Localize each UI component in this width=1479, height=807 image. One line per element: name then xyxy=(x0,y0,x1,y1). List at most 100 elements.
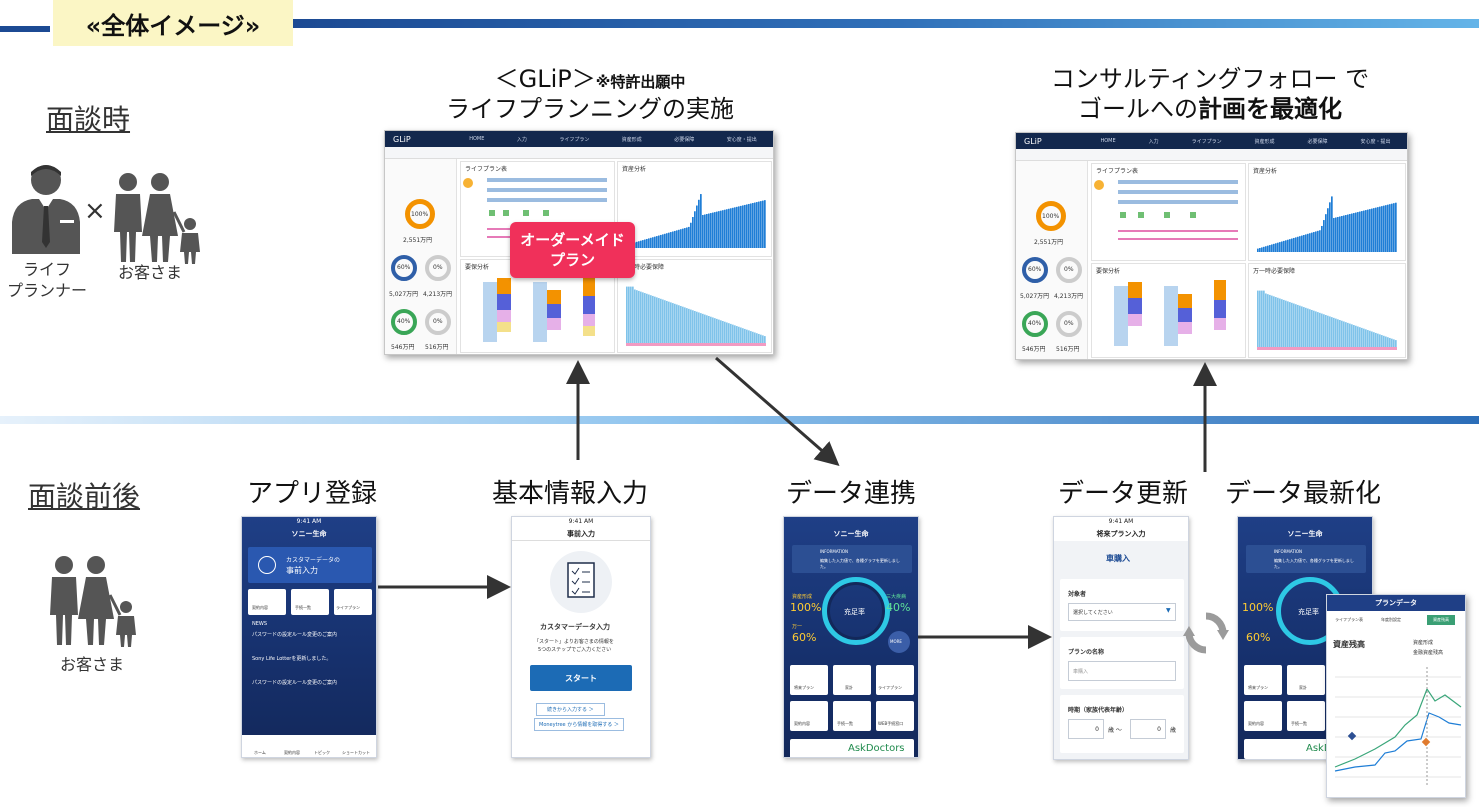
thumb-bar xyxy=(688,226,690,248)
thumb-bar xyxy=(1345,322,1347,350)
nav-lifeplan[interactable]: ライフプラン xyxy=(559,136,590,143)
p3-menu-5[interactable]: WEB手続窓口 xyxy=(876,701,914,731)
thumb-bar xyxy=(746,329,748,346)
thumb-bar xyxy=(1385,205,1387,252)
p6-tab-2[interactable]: 資産残高 xyxy=(1427,615,1455,625)
p6-tab-1[interactable]: 年度別設定 xyxy=(1381,617,1401,622)
p3-menu-1[interactable]: 家計 xyxy=(833,665,871,695)
p4-plan-input[interactable]: 車購入 xyxy=(1068,661,1176,681)
p3-menu-3[interactable]: 契約内容 xyxy=(790,701,828,731)
nav-input[interactable]: 入力 xyxy=(516,136,527,143)
thumb-bar xyxy=(1347,214,1349,252)
thumb-bar xyxy=(698,199,700,248)
thumb-bar xyxy=(684,228,686,248)
thumb-bar xyxy=(1281,299,1283,350)
p4-period-from[interactable]: 0 xyxy=(1068,719,1104,739)
fig2-2551: 2,551万円 xyxy=(1034,239,1064,246)
p1-tab-home[interactable]: ホーム xyxy=(254,750,266,755)
fig-40: 40% xyxy=(397,318,411,325)
nav2-submit[interactable]: 安心度・提出 xyxy=(1360,138,1391,145)
thumb-bar xyxy=(1325,214,1327,252)
thumb-bar xyxy=(628,286,630,346)
thumb-bar xyxy=(1261,247,1263,252)
thumb-bar xyxy=(1319,230,1321,252)
thumb-bar xyxy=(1311,309,1313,350)
fig2-546: 546万円 xyxy=(1022,346,1046,353)
thumb-bar xyxy=(1279,298,1281,350)
p3-more-button[interactable]: MORE xyxy=(888,631,910,653)
nav-submit[interactable]: 安心度・提出 xyxy=(726,136,757,143)
nav-coverage[interactable]: 必要保障 xyxy=(674,136,695,143)
thumb-bar xyxy=(644,239,646,248)
glip-title: ＜GLiP＞※特許出願中 ライフプランニングの実施 xyxy=(400,64,780,124)
p6-select-2[interactable]: 金融資産残高 xyxy=(1413,650,1444,656)
nav2-coverage[interactable]: 必要保障 xyxy=(1307,138,1328,145)
thumb-baseline xyxy=(626,343,766,346)
nav2-input[interactable]: 入力 xyxy=(1148,138,1159,145)
thumb-bar xyxy=(1311,232,1313,252)
thumb-bar xyxy=(690,309,692,346)
thumb-bar xyxy=(1361,327,1363,350)
p2-continue-button[interactable]: 続きから入力する ＞ xyxy=(536,703,605,716)
p1-news-1[interactable]: Sony Life Lotterを更新しました。 xyxy=(252,656,332,662)
header-line-right xyxy=(293,19,1479,28)
p1-tab-shortcut[interactable]: ショートカット xyxy=(342,750,370,755)
p1-menu-lifeplan[interactable]: ライフプラン xyxy=(334,589,372,615)
p1-menu-procedures[interactable]: 手続一覧 xyxy=(291,589,329,615)
p4-target-select[interactable]: 選択してください xyxy=(1068,603,1176,621)
thumb-bar xyxy=(722,321,724,346)
thumb-bar xyxy=(682,306,684,346)
p1-tab-topic[interactable]: トピック xyxy=(314,750,330,755)
panel2-risk: 万一時必要保障 xyxy=(1248,263,1406,358)
nav2-asset[interactable]: 資産形成 xyxy=(1254,138,1275,145)
risk-bar-chart xyxy=(626,286,766,346)
p1-menu-contract[interactable]: 契約内容 xyxy=(248,589,286,615)
p3-askdoctors-banner[interactable]: AskDoctors xyxy=(790,739,914,757)
p1-customer-card[interactable]: カスタマーデータの 事前入力 xyxy=(248,547,372,583)
thumb-bar xyxy=(652,295,654,346)
p3-menu-4[interactable]: 手続一覧 xyxy=(833,701,871,731)
p4-period-card: 時期（家族代表年齢） 0 歳 〜 0 歳 xyxy=(1060,695,1184,753)
phone-data-link: ソニー生命 INFORMATION 編集した入力値で、各種グラフを更新しました。… xyxy=(783,516,919,758)
p6-select-1[interactable]: 資産形成 xyxy=(1413,640,1434,646)
p4-period-to[interactable]: 0 xyxy=(1130,719,1166,739)
nav2-lifeplan[interactable]: ライフプラン xyxy=(1191,138,1222,145)
p3-menu-2[interactable]: ライフプラン xyxy=(876,665,914,695)
p3-info-card[interactable]: INFORMATION 編集した入力値で、各種グラフを更新しました。 xyxy=(792,545,912,573)
thumb-bar xyxy=(1381,206,1383,252)
p2-moneytree-button[interactable]: Moneytree から情報を取得する ＞ xyxy=(534,718,624,731)
panel-asset-analysis: 資産分析 xyxy=(617,161,772,257)
p3-left-val: 100% xyxy=(790,601,822,614)
p1-tab-contract[interactable]: 契約内容 xyxy=(284,750,300,755)
p5-menu-3-label: 手続一覧 xyxy=(1291,721,1307,726)
p4-target-label: 対象者 xyxy=(1068,591,1087,598)
thumb-bar xyxy=(1385,336,1387,350)
p1-news-2[interactable]: パスワードの設定ルール変更のご案内 xyxy=(252,680,338,686)
p4-target-card: 対象者 選択してください ▼ xyxy=(1060,579,1184,631)
nav-home[interactable]: HOME xyxy=(469,135,485,142)
coverage2-stacks xyxy=(1114,280,1226,346)
thumb-bar xyxy=(1331,196,1333,252)
p5-menu-2[interactable]: 契約内容 xyxy=(1244,701,1282,731)
thumb-bar xyxy=(1337,319,1339,350)
p1-news-0[interactable]: パスワードの設定ルール変更のご案内 xyxy=(252,632,338,638)
p5-info-card[interactable]: INFORMATION 編集した入力値で、各種グラフを更新しました。 xyxy=(1246,545,1366,573)
thumb-bar xyxy=(636,241,638,248)
fig-2551: 2,551万円 xyxy=(403,237,433,244)
p5-menu-3[interactable]: 手続一覧 xyxy=(1287,701,1325,731)
thumb-bar xyxy=(722,210,724,248)
thumb-bar xyxy=(710,316,712,346)
thumb-bar xyxy=(654,296,656,346)
thumb-bar xyxy=(1345,215,1347,252)
p5-menu-0[interactable]: 将来プラン xyxy=(1244,665,1282,695)
nav-asset[interactable]: 資産形成 xyxy=(621,136,642,143)
p2-start-button[interactable]: スタート xyxy=(530,665,632,691)
p3-menu-0[interactable]: 将来プラン xyxy=(790,665,828,695)
nav2-home[interactable]: HOME xyxy=(1100,137,1116,144)
thumb-bar xyxy=(670,232,672,248)
p6-title: プランデータ xyxy=(1327,595,1465,611)
thumb-bar xyxy=(1389,204,1391,252)
fig2-100: 100% xyxy=(1042,213,1060,220)
p6-tab-0[interactable]: ライフプラン表 xyxy=(1335,617,1363,622)
p5-menu-1[interactable]: 家計 xyxy=(1287,665,1325,695)
